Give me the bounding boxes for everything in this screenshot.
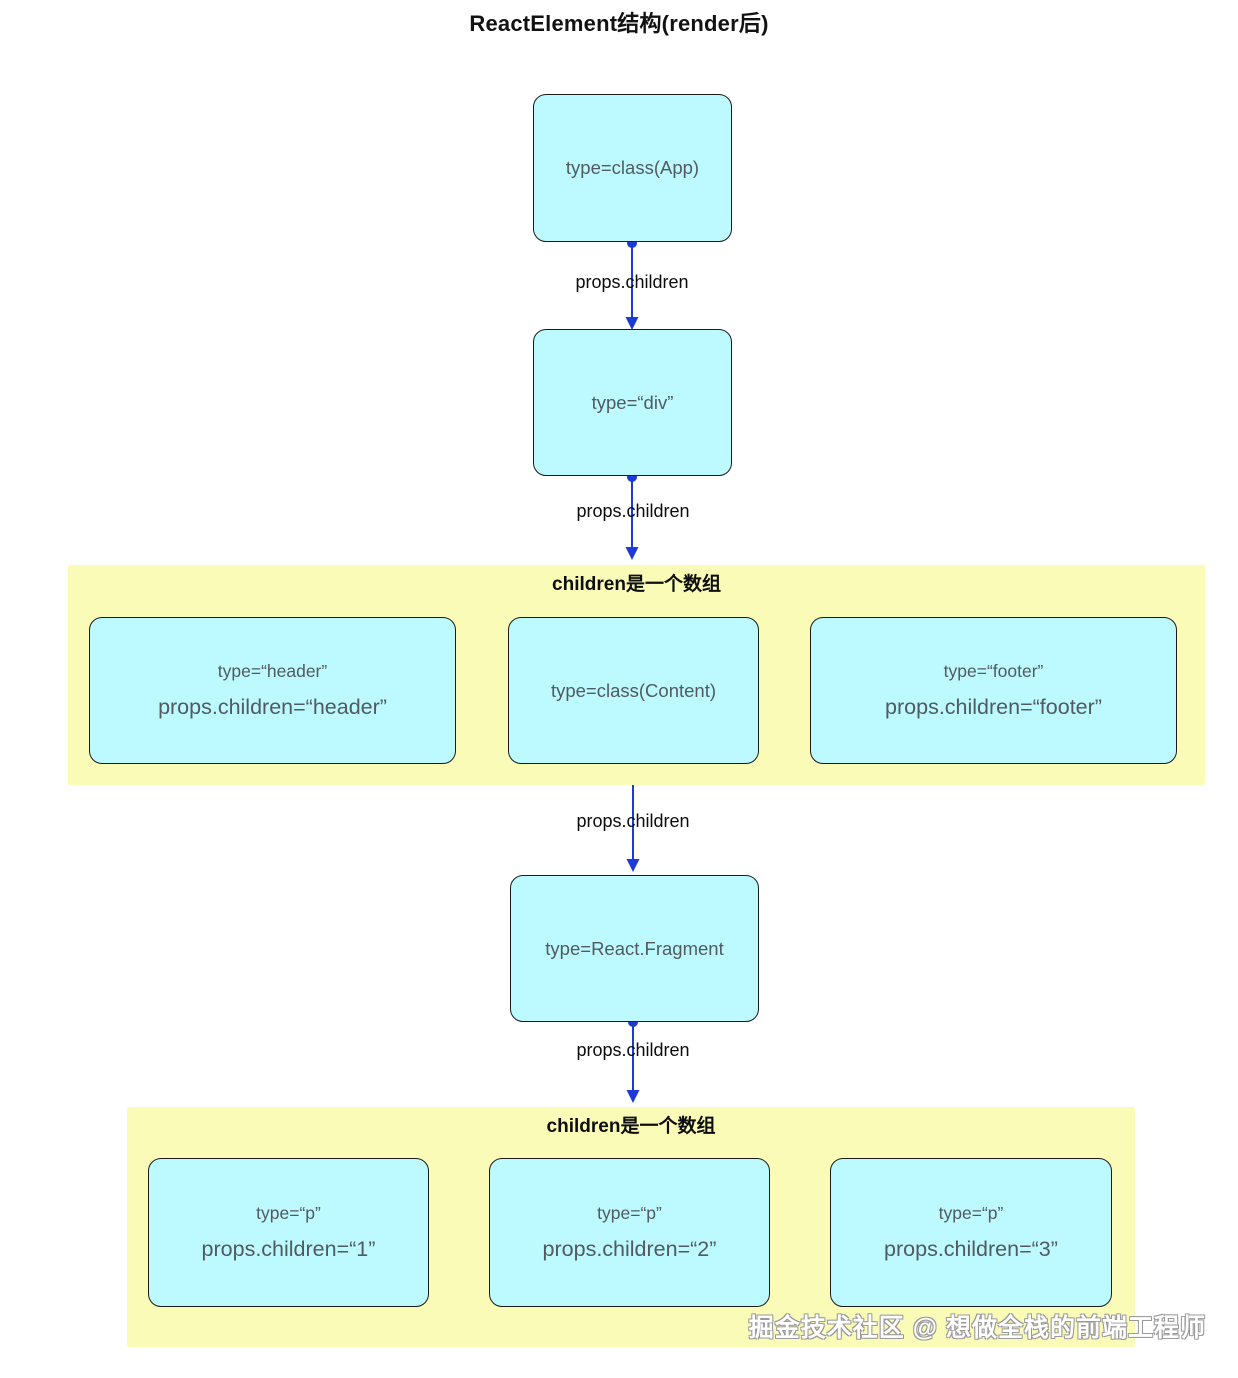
- group1-title: children是一个数组: [552, 574, 721, 595]
- node-app-type-label: type=class(App): [565, 157, 700, 178]
- edge-label-fragment-to-group2: props.children: [576, 1040, 690, 1060]
- node-footer: type=“footer” props.children=“footer”: [810, 617, 1177, 764]
- node-fragment-type-label: type=React.Fragment: [545, 937, 724, 959]
- edge-app-to-div-arrow: [625, 238, 639, 330]
- node-footer-type-label: type=“footer”: [943, 661, 1044, 681]
- group2-title: children是一个数组: [546, 1116, 716, 1137]
- node-p3: type=“p” props.children=“3”: [830, 1158, 1112, 1307]
- node-content-type-label: type=class(Content): [550, 679, 717, 701]
- edge-label-content-to-fragment: props.children: [576, 811, 690, 831]
- watermark-text: 掘金技术社区 @ 想做全栈的前端工程师: [748, 1314, 1206, 1342]
- node-p1: type=“p” props.children=“1”: [148, 1158, 429, 1307]
- node-p2-type-label: type=“p”: [597, 1203, 662, 1223]
- node-content: type=class(Content): [508, 617, 759, 764]
- node-div-type-label: type=“div”: [591, 391, 674, 413]
- node-div: type=“div”: [533, 329, 732, 476]
- node-p3-type-label: type=“p”: [938, 1203, 1004, 1223]
- node-fragment: type=React.Fragment: [510, 875, 759, 1022]
- diagram-title: ReactElement结构(render后): [469, 11, 769, 36]
- node-footer-children-label: props.children=“footer”: [885, 695, 1102, 719]
- node-header-children-label: props.children=“header”: [158, 695, 387, 719]
- node-p2: type=“p” props.children=“2”: [489, 1158, 770, 1307]
- node-header-type-label: type=“header”: [217, 661, 328, 681]
- node-app: type=class(App): [533, 94, 732, 242]
- node-header: type=“header” props.children=“header”: [89, 617, 456, 764]
- edge-label-app-to-div: props.children: [575, 272, 689, 292]
- node-p2-children-label: props.children=“2”: [542, 1237, 717, 1261]
- edge-div-to-group1-arrow: [625, 472, 639, 560]
- node-p3-children-label: props.children=“3”: [884, 1237, 1058, 1261]
- node-p1-children-label: props.children=“1”: [201, 1237, 376, 1261]
- edge-label-div-to-group1: props.children: [576, 501, 690, 521]
- node-p1-type-label: type=“p”: [256, 1203, 321, 1223]
